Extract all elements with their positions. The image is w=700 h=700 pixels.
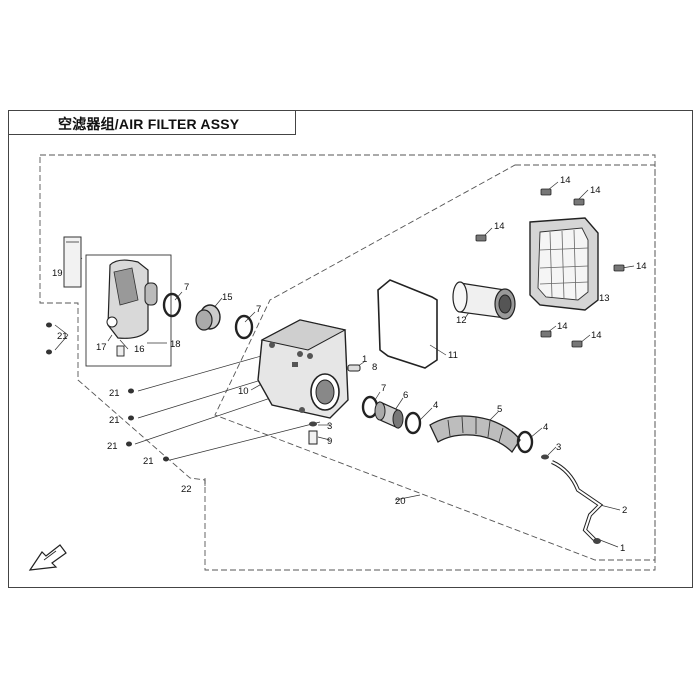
callout-21-c: 21 <box>109 415 120 426</box>
callout-14-f: 14 <box>591 330 602 341</box>
callout-22: 22 <box>181 484 192 495</box>
group-boundary-22 <box>39 154 656 571</box>
part-6-joint <box>374 401 404 429</box>
callout-21-d: 21 <box>107 441 118 452</box>
callout-1-a: 1 <box>362 354 367 365</box>
callout-21-e: 21 <box>143 456 154 467</box>
callout-14-b: 14 <box>590 185 601 196</box>
part-7-clamp-left <box>162 292 182 318</box>
part-15-hose <box>195 304 221 331</box>
part-4-clamp-a <box>404 411 422 435</box>
part-13-cover <box>529 217 599 311</box>
callout-3-b: 3 <box>556 442 561 453</box>
part-21-screws <box>46 322 169 462</box>
diagram-frame <box>8 110 693 588</box>
part-11-gasket <box>377 279 438 369</box>
callout-13: 13 <box>599 293 610 304</box>
part-9-drain-tube <box>308 430 318 445</box>
part-2-breather-pipe <box>551 460 604 542</box>
callout-16: 16 <box>134 344 145 355</box>
callout-10: 10 <box>238 386 249 397</box>
part-19-sponge <box>63 236 82 288</box>
front-direction-arrow-icon <box>28 544 67 571</box>
part-12-filter-element <box>452 281 516 320</box>
title-box <box>8 110 296 135</box>
callout-1-b: 1 <box>620 543 625 554</box>
callout-5: 5 <box>497 404 502 415</box>
group-boundary-20 <box>214 164 656 561</box>
callout-14-d: 14 <box>636 261 647 272</box>
callout-7-b: 7 <box>256 304 261 315</box>
part-7-clamp-mid <box>234 314 254 340</box>
callout-6: 6 <box>403 390 408 401</box>
callout-21-b: 21 <box>109 388 120 399</box>
callout-14-c: 14 <box>494 221 505 232</box>
callout-4-b: 4 <box>543 422 548 433</box>
callout-7-c: 7 <box>381 383 386 394</box>
callout-2: 2 <box>622 505 627 516</box>
part-4-clamp-b <box>516 430 534 454</box>
callout-20: 20 <box>395 496 406 507</box>
callout-21-a: 21 <box>57 331 68 342</box>
part-8-plug <box>347 364 361 372</box>
callout-11: 11 <box>448 350 458 361</box>
callout-19: 19 <box>52 268 63 279</box>
part-5-intake-hose <box>429 415 521 454</box>
part-3-clip-upper <box>541 454 549 460</box>
callout-18: 18 <box>170 339 181 350</box>
callout-9: 9 <box>327 436 332 447</box>
callout-12: 12 <box>456 315 467 326</box>
part-18-prefilter-box <box>85 254 172 367</box>
part-10-airbox-housing <box>257 319 349 419</box>
callout-14-a: 14 <box>560 175 571 186</box>
part-14-clips <box>475 188 625 348</box>
callout-15: 15 <box>222 292 233 303</box>
part-3-clip-lower <box>309 421 317 427</box>
callout-4-a: 4 <box>433 400 438 411</box>
diagram-title: 空滤器组/AIR FILTER ASSY <box>58 116 240 132</box>
callout-17: 17 <box>96 342 107 353</box>
callout-8: 8 <box>372 362 377 373</box>
part-1-clip <box>593 538 601 544</box>
callout-7-a: 7 <box>184 282 189 293</box>
callout-3-a: 3 <box>327 421 332 432</box>
callout-14-e: 14 <box>557 321 568 332</box>
